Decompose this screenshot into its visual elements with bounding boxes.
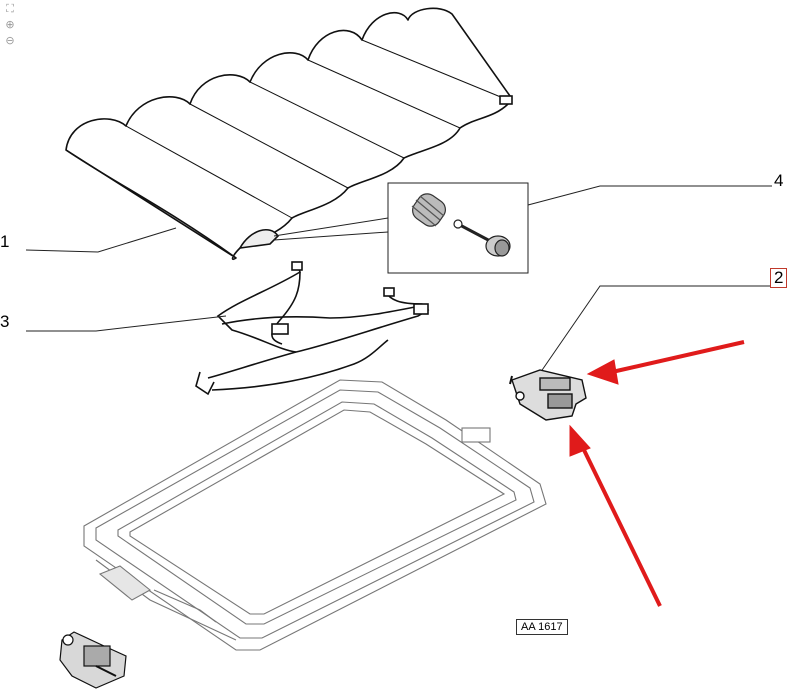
- callout-4[interactable]: 4: [774, 171, 784, 190]
- zoom-in-icon[interactable]: ⊕: [5, 18, 15, 31]
- viewer-toolbar: ⛶ ⊕ ⊖: [3, 2, 19, 50]
- knob-pin-icon: [453, 219, 511, 257]
- roller-blind-part: [65, 7, 513, 261]
- motor-small-part: [59, 631, 127, 689]
- spring-icon: [411, 193, 446, 227]
- callout-3[interactable]: 3: [0, 312, 10, 331]
- callout-1[interactable]: 1: [0, 232, 10, 251]
- wiring-harness-part: [195, 261, 430, 396]
- red-arrows: [569, 340, 745, 607]
- leader-lines: [25, 185, 772, 377]
- detail-box-part-4: [387, 182, 529, 274]
- fit-page-icon[interactable]: ⛶: [6, 2, 14, 15]
- callout-2[interactable]: 2: [770, 268, 788, 288]
- zoom-out-icon[interactable]: ⊖: [5, 34, 15, 47]
- sunroof-frame: [83, 379, 547, 651]
- actuator-part-2: [509, 369, 587, 421]
- reference-code-label: AA 1617: [516, 619, 568, 635]
